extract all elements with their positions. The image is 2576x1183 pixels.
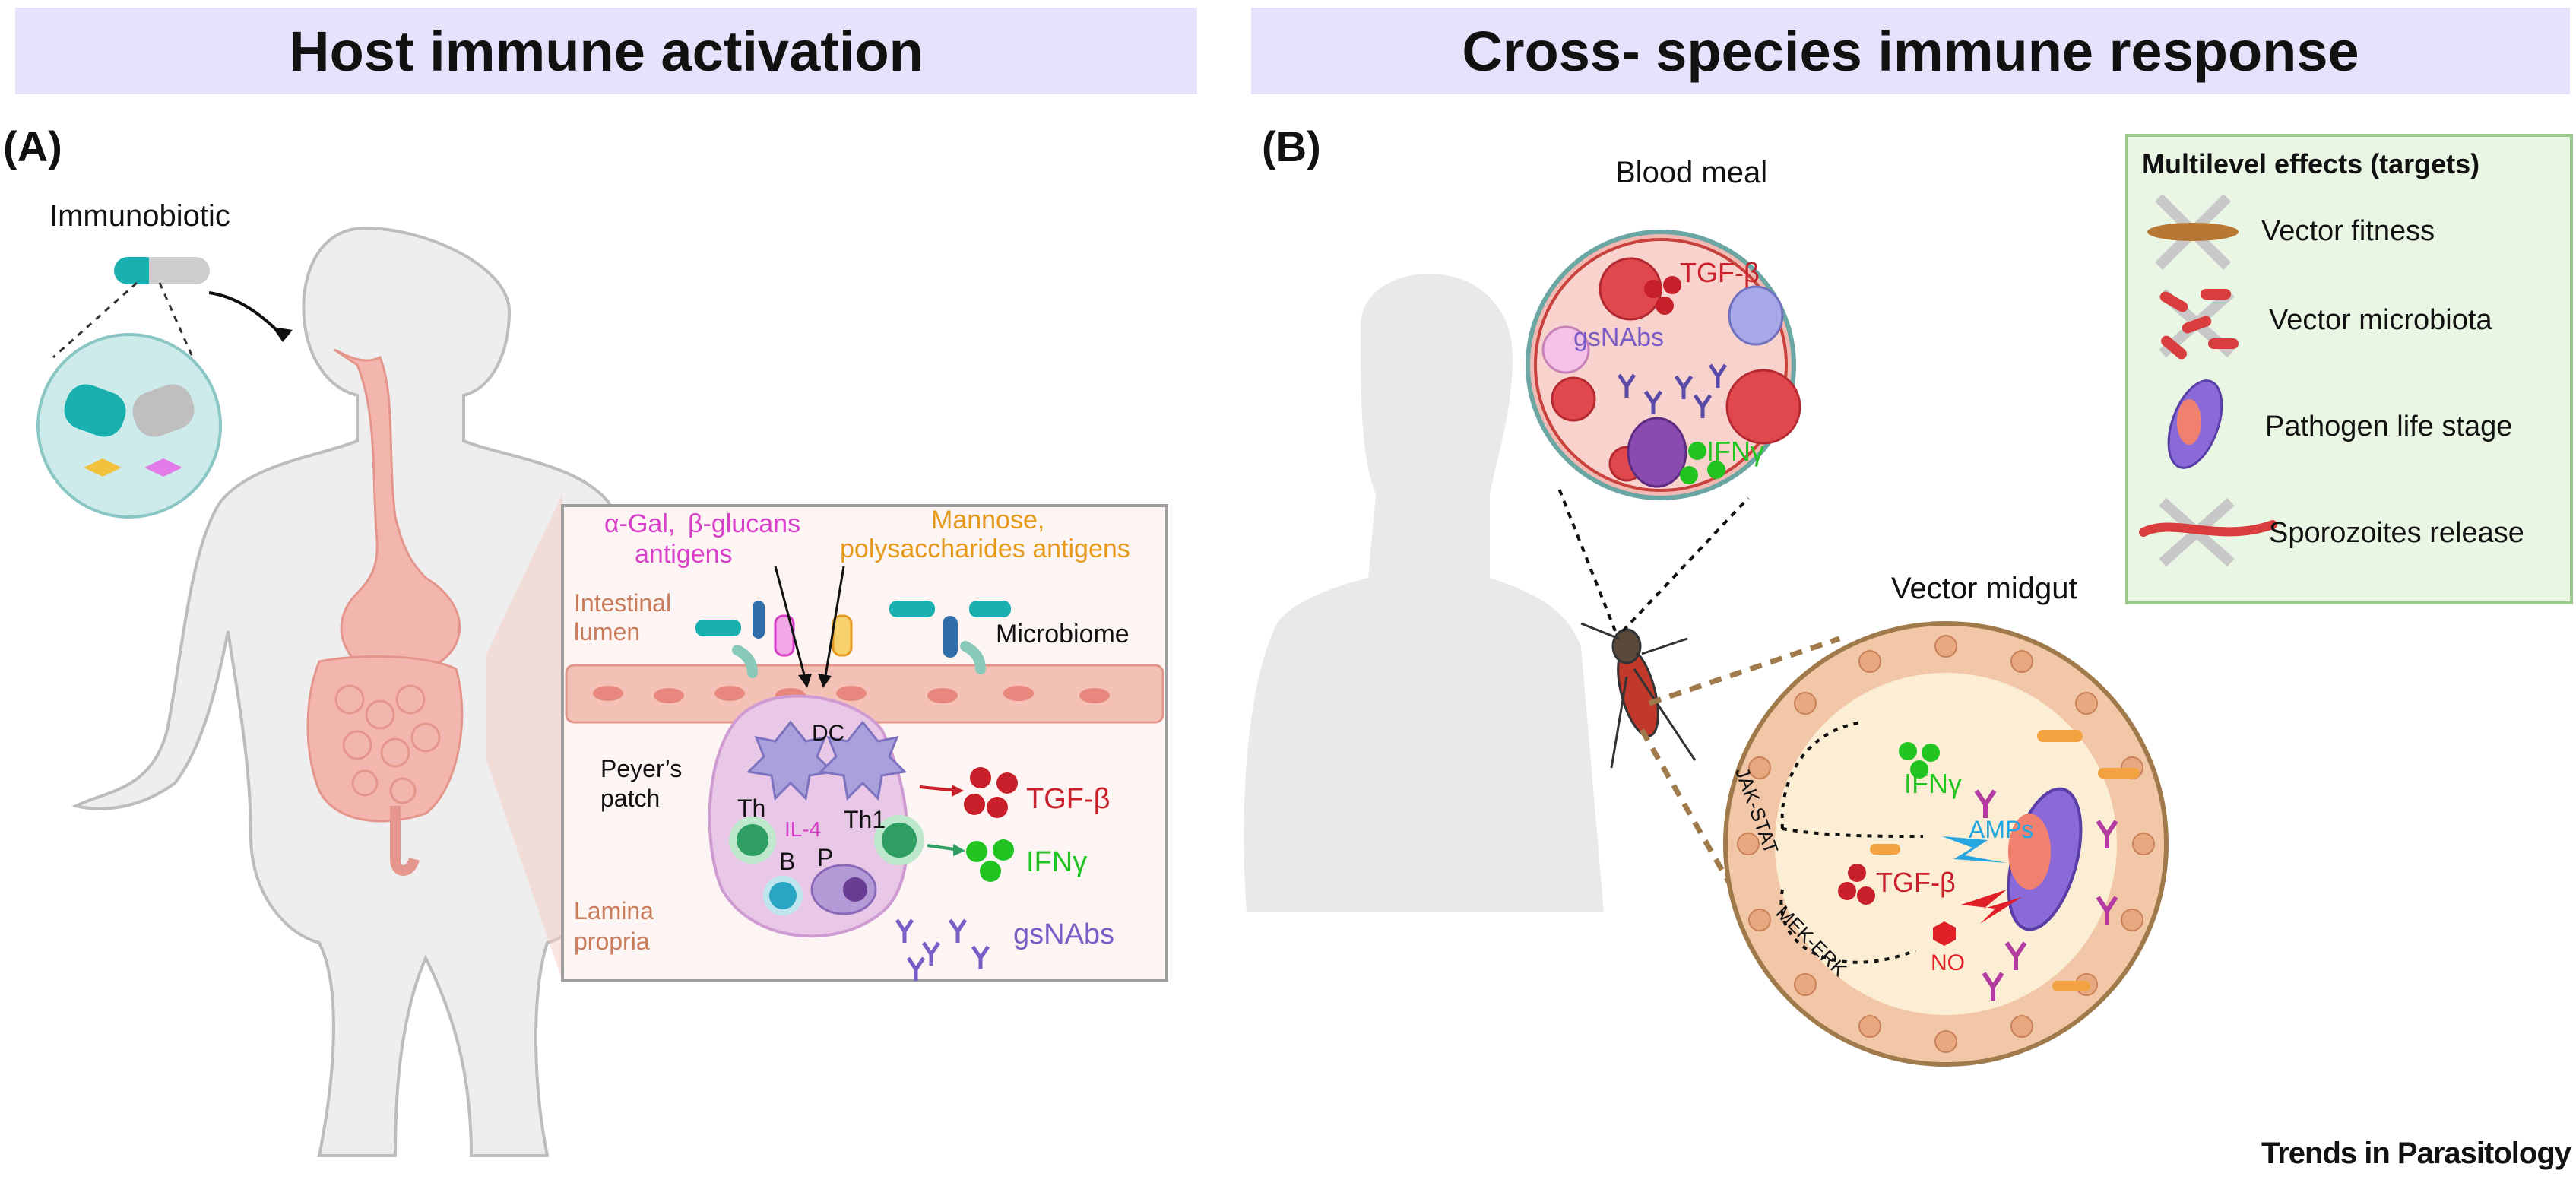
label-mg-ifn: IFNγ — [1904, 768, 1962, 799]
label-antigens-left: antigens — [635, 540, 733, 569]
sporozoites-release-icon — [2139, 497, 2277, 567]
capsule-icon — [114, 257, 210, 284]
ifn-gamma-molecules — [966, 839, 1014, 882]
antibody-icons — [895, 918, 990, 981]
label-lumen: lumen — [574, 618, 641, 645]
label-microbiome: Microbiome — [996, 620, 1130, 649]
lightning-red-icon — [1961, 890, 2022, 924]
digestive-tract-icon — [306, 348, 464, 876]
label-patch: patch — [600, 785, 661, 812]
label-bm-tgf: TGF-β — [1680, 257, 1760, 288]
label-intestinal: Intestinal — [574, 589, 672, 617]
tgf-beta-molecules — [964, 767, 1018, 818]
th1-cell-icon — [874, 815, 924, 865]
panel-label-a: (A) — [3, 122, 62, 170]
banner-cross-species-immune-response: Cross- species immune response — [1251, 8, 2570, 94]
label-th: Th — [737, 794, 766, 822]
label-propria: propria — [574, 928, 650, 955]
label-gsnabs-a: gsNAbs — [1013, 918, 1115, 950]
panel-label-b: (B) — [1262, 122, 1321, 170]
label-bm-gsnabs: gsNAbs — [1573, 323, 1665, 352]
infected-cell-icon — [1627, 417, 1687, 488]
banner-b-text: Cross- species immune response — [1462, 19, 2359, 83]
legend-item-vector-fitness: Vector fitness — [2261, 215, 2435, 247]
label-lamina: Lamina — [574, 897, 654, 925]
mosquito-icon — [1580, 622, 1697, 769]
vector-microbiota-icon — [2159, 288, 2239, 360]
label-b: B — [779, 848, 796, 875]
label-amps: AMPs — [1969, 816, 2034, 843]
midgut-epithelium-icon — [1737, 635, 2155, 1053]
label-dc: DC — [812, 721, 845, 746]
eosinophil-icon — [1541, 325, 1590, 374]
label-polysaccharides: polysaccharides antigens — [840, 534, 1130, 563]
capsule-zoom-circle — [36, 333, 222, 519]
label-immunobiotic: Immunobiotic — [49, 199, 230, 233]
label-mannose: Mannose, — [931, 506, 1045, 534]
th-cell-icon — [729, 817, 776, 864]
legend-item-vector-microbiota: Vector microbiota — [2269, 304, 2492, 336]
white-blood-cell-icon — [1728, 285, 1784, 346]
label-p: P — [817, 844, 834, 871]
label-peyers: Peyer’s — [600, 755, 683, 782]
label-ifn-a: IFNγ — [1026, 846, 1088, 878]
banner-a-text: Host immune activation — [289, 19, 924, 83]
label-tgf-a: TGF-β — [1026, 783, 1111, 815]
pathogen-life-stage-icon — [2167, 379, 2223, 469]
legend-item-sporozoites-release: Sporozoites release — [2269, 517, 2524, 549]
no-icon — [1933, 921, 1956, 946]
label-th1: Th1 — [844, 806, 886, 833]
label-blood-meal: Blood meal — [1615, 156, 1768, 189]
b-cell-icon — [763, 876, 803, 915]
midgut-bacteria — [1870, 730, 2140, 991]
person-silhouette-icon — [1244, 274, 1604, 912]
legend-title: Multilevel effects (targets) — [2142, 148, 2480, 179]
journal-footer: Trends in Parasitology — [2261, 1137, 2571, 1170]
dendritic-cell-icons — [746, 720, 908, 801]
banner-host-immune-activation: Host immune activation — [15, 8, 1197, 94]
vector-fitness-icon — [2147, 194, 2239, 270]
label-no: NO — [1931, 950, 1965, 975]
zoom-projection — [486, 494, 562, 981]
legend-item-pathogen-life-stage: Pathogen life stage — [2265, 411, 2513, 442]
label-alpha-gal: α-Gal, — [604, 509, 676, 538]
label-il4: IL-4 — [784, 817, 822, 841]
midgut-antibodies — [1974, 789, 2118, 1001]
label-bm-ifn: IFNγ — [1706, 436, 1764, 467]
label-mg-tgf: TGF-β — [1876, 867, 1956, 898]
label-beta-glucans: β-glucans — [688, 509, 801, 538]
lightning-blue-icon — [1942, 836, 2007, 863]
label-vector-midgut: Vector midgut — [1891, 572, 2077, 605]
